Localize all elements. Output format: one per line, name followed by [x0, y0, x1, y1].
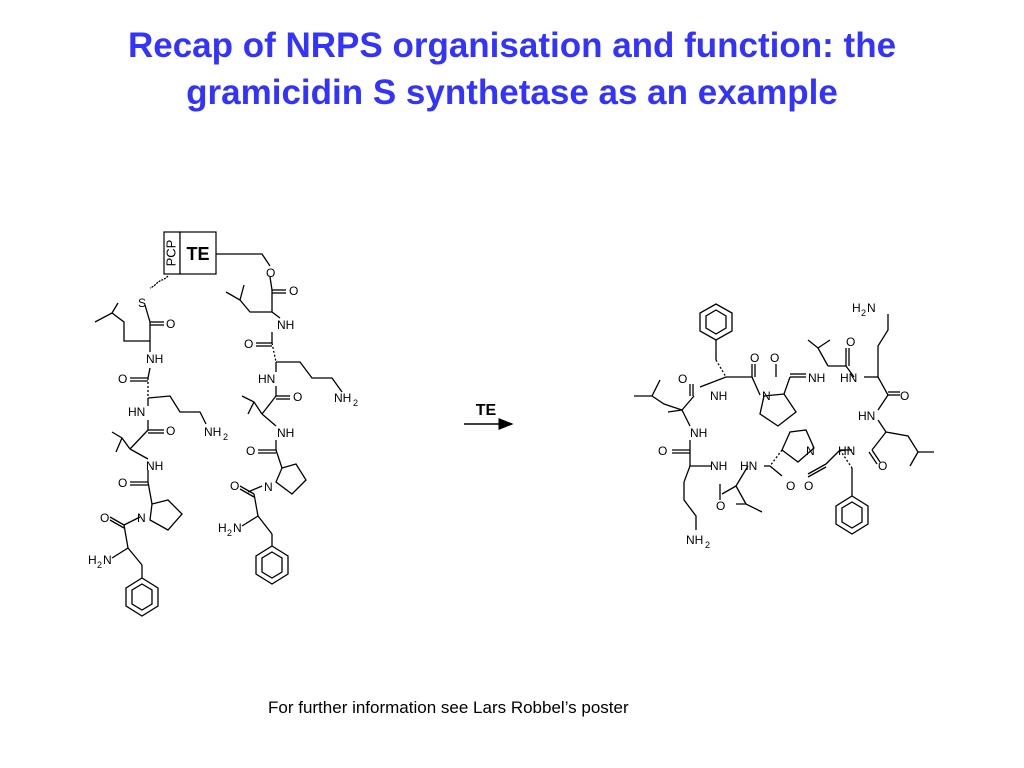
- atom-n: N: [806, 444, 815, 458]
- atom-n: N: [762, 389, 771, 403]
- reaction-arrow: TE: [464, 402, 514, 430]
- te-label: TE: [186, 244, 209, 264]
- atom-o: O: [293, 390, 302, 404]
- te-cyclization-scheme: PCP TE: [88, 231, 934, 617]
- atom-n: N: [867, 301, 876, 315]
- subscript: 2: [353, 398, 358, 408]
- atom-o: O: [846, 335, 855, 349]
- pcp-bound-chain-labels: S O NH O HN O NH 2 NH O N O H 2 N: [88, 296, 228, 570]
- atom-h: H: [88, 553, 97, 567]
- atom-o: O: [658, 444, 667, 458]
- atom-nh: NH: [690, 426, 707, 440]
- atom-o: O: [230, 479, 239, 493]
- atom-o: O: [878, 459, 887, 473]
- atom-h: H: [852, 301, 861, 315]
- te-bound-chain: [216, 253, 343, 585]
- atom-s: S: [138, 296, 146, 310]
- atom-hn: HN: [840, 371, 857, 385]
- atom-hn: HN: [128, 405, 145, 419]
- arrow-label: TE: [476, 402, 497, 419]
- atom-o: O: [118, 372, 127, 386]
- atom-n: N: [103, 553, 112, 567]
- atom-h: H: [218, 521, 227, 535]
- atom-o: O: [804, 479, 813, 493]
- atom-n: N: [137, 511, 146, 525]
- atom-o: O: [266, 266, 275, 280]
- subscript: 2: [705, 540, 710, 550]
- atom-nh: NH: [808, 371, 825, 385]
- atom-o: O: [750, 351, 759, 365]
- slide-title-line-2: gramicidin S synthetase as an example: [186, 73, 838, 112]
- pcp-te-didomain: PCP TE: [163, 231, 217, 275]
- atom-o: O: [118, 476, 127, 490]
- atom-o: O: [246, 444, 255, 458]
- pcp-label: PCP: [163, 240, 178, 267]
- atom-o: O: [166, 424, 175, 438]
- subscript: 2: [227, 528, 232, 538]
- atom-o: O: [786, 479, 795, 493]
- te-bound-chain-labels: O O NH O HN O NH 2 NH O N O H 2 N: [218, 266, 358, 538]
- atom-o: O: [900, 389, 909, 403]
- atom-nh: NH: [710, 389, 727, 403]
- atom-hn: HN: [740, 459, 757, 473]
- atom-n: N: [233, 521, 242, 535]
- atom-nh: NH: [146, 352, 163, 366]
- atom-o: O: [244, 337, 253, 351]
- atom-nh: NH: [277, 426, 294, 440]
- footnote: For further information see Lars Robbel’…: [268, 698, 629, 717]
- atom-nh: NH: [277, 318, 294, 332]
- atom-o: O: [100, 511, 109, 525]
- atom-o: O: [716, 499, 725, 513]
- atom-hn: HN: [838, 444, 855, 458]
- atom-nh: NH: [710, 459, 727, 473]
- atom-hn: HN: [858, 409, 875, 423]
- atom-nh: NH: [686, 533, 703, 547]
- gramicidin-s-labels: H 2 N O O O O NH N NH HN O HN NH O N HN …: [658, 301, 909, 550]
- slide-title: Recap of NRPS organisation and function:…: [0, 22, 1024, 116]
- atom-nh: NH: [334, 391, 351, 405]
- atom-hn: HN: [258, 372, 275, 386]
- pcp-bound-chain: [94, 275, 207, 617]
- atom-nh: NH: [204, 425, 221, 439]
- atom-n: N: [264, 480, 273, 494]
- atom-o: O: [289, 284, 298, 298]
- atom-o: O: [770, 351, 779, 365]
- te-domain-box: [179, 231, 217, 275]
- subscript: 2: [223, 432, 228, 442]
- subscript: 2: [861, 308, 866, 318]
- subscript: 2: [97, 560, 102, 570]
- atom-nh: NH: [146, 459, 163, 473]
- slide-title-line-1: Recap of NRPS organisation and function:…: [127, 26, 897, 65]
- atom-o: O: [166, 317, 175, 331]
- gramicidin-s-product: [634, 303, 934, 535]
- atom-o: O: [678, 372, 687, 386]
